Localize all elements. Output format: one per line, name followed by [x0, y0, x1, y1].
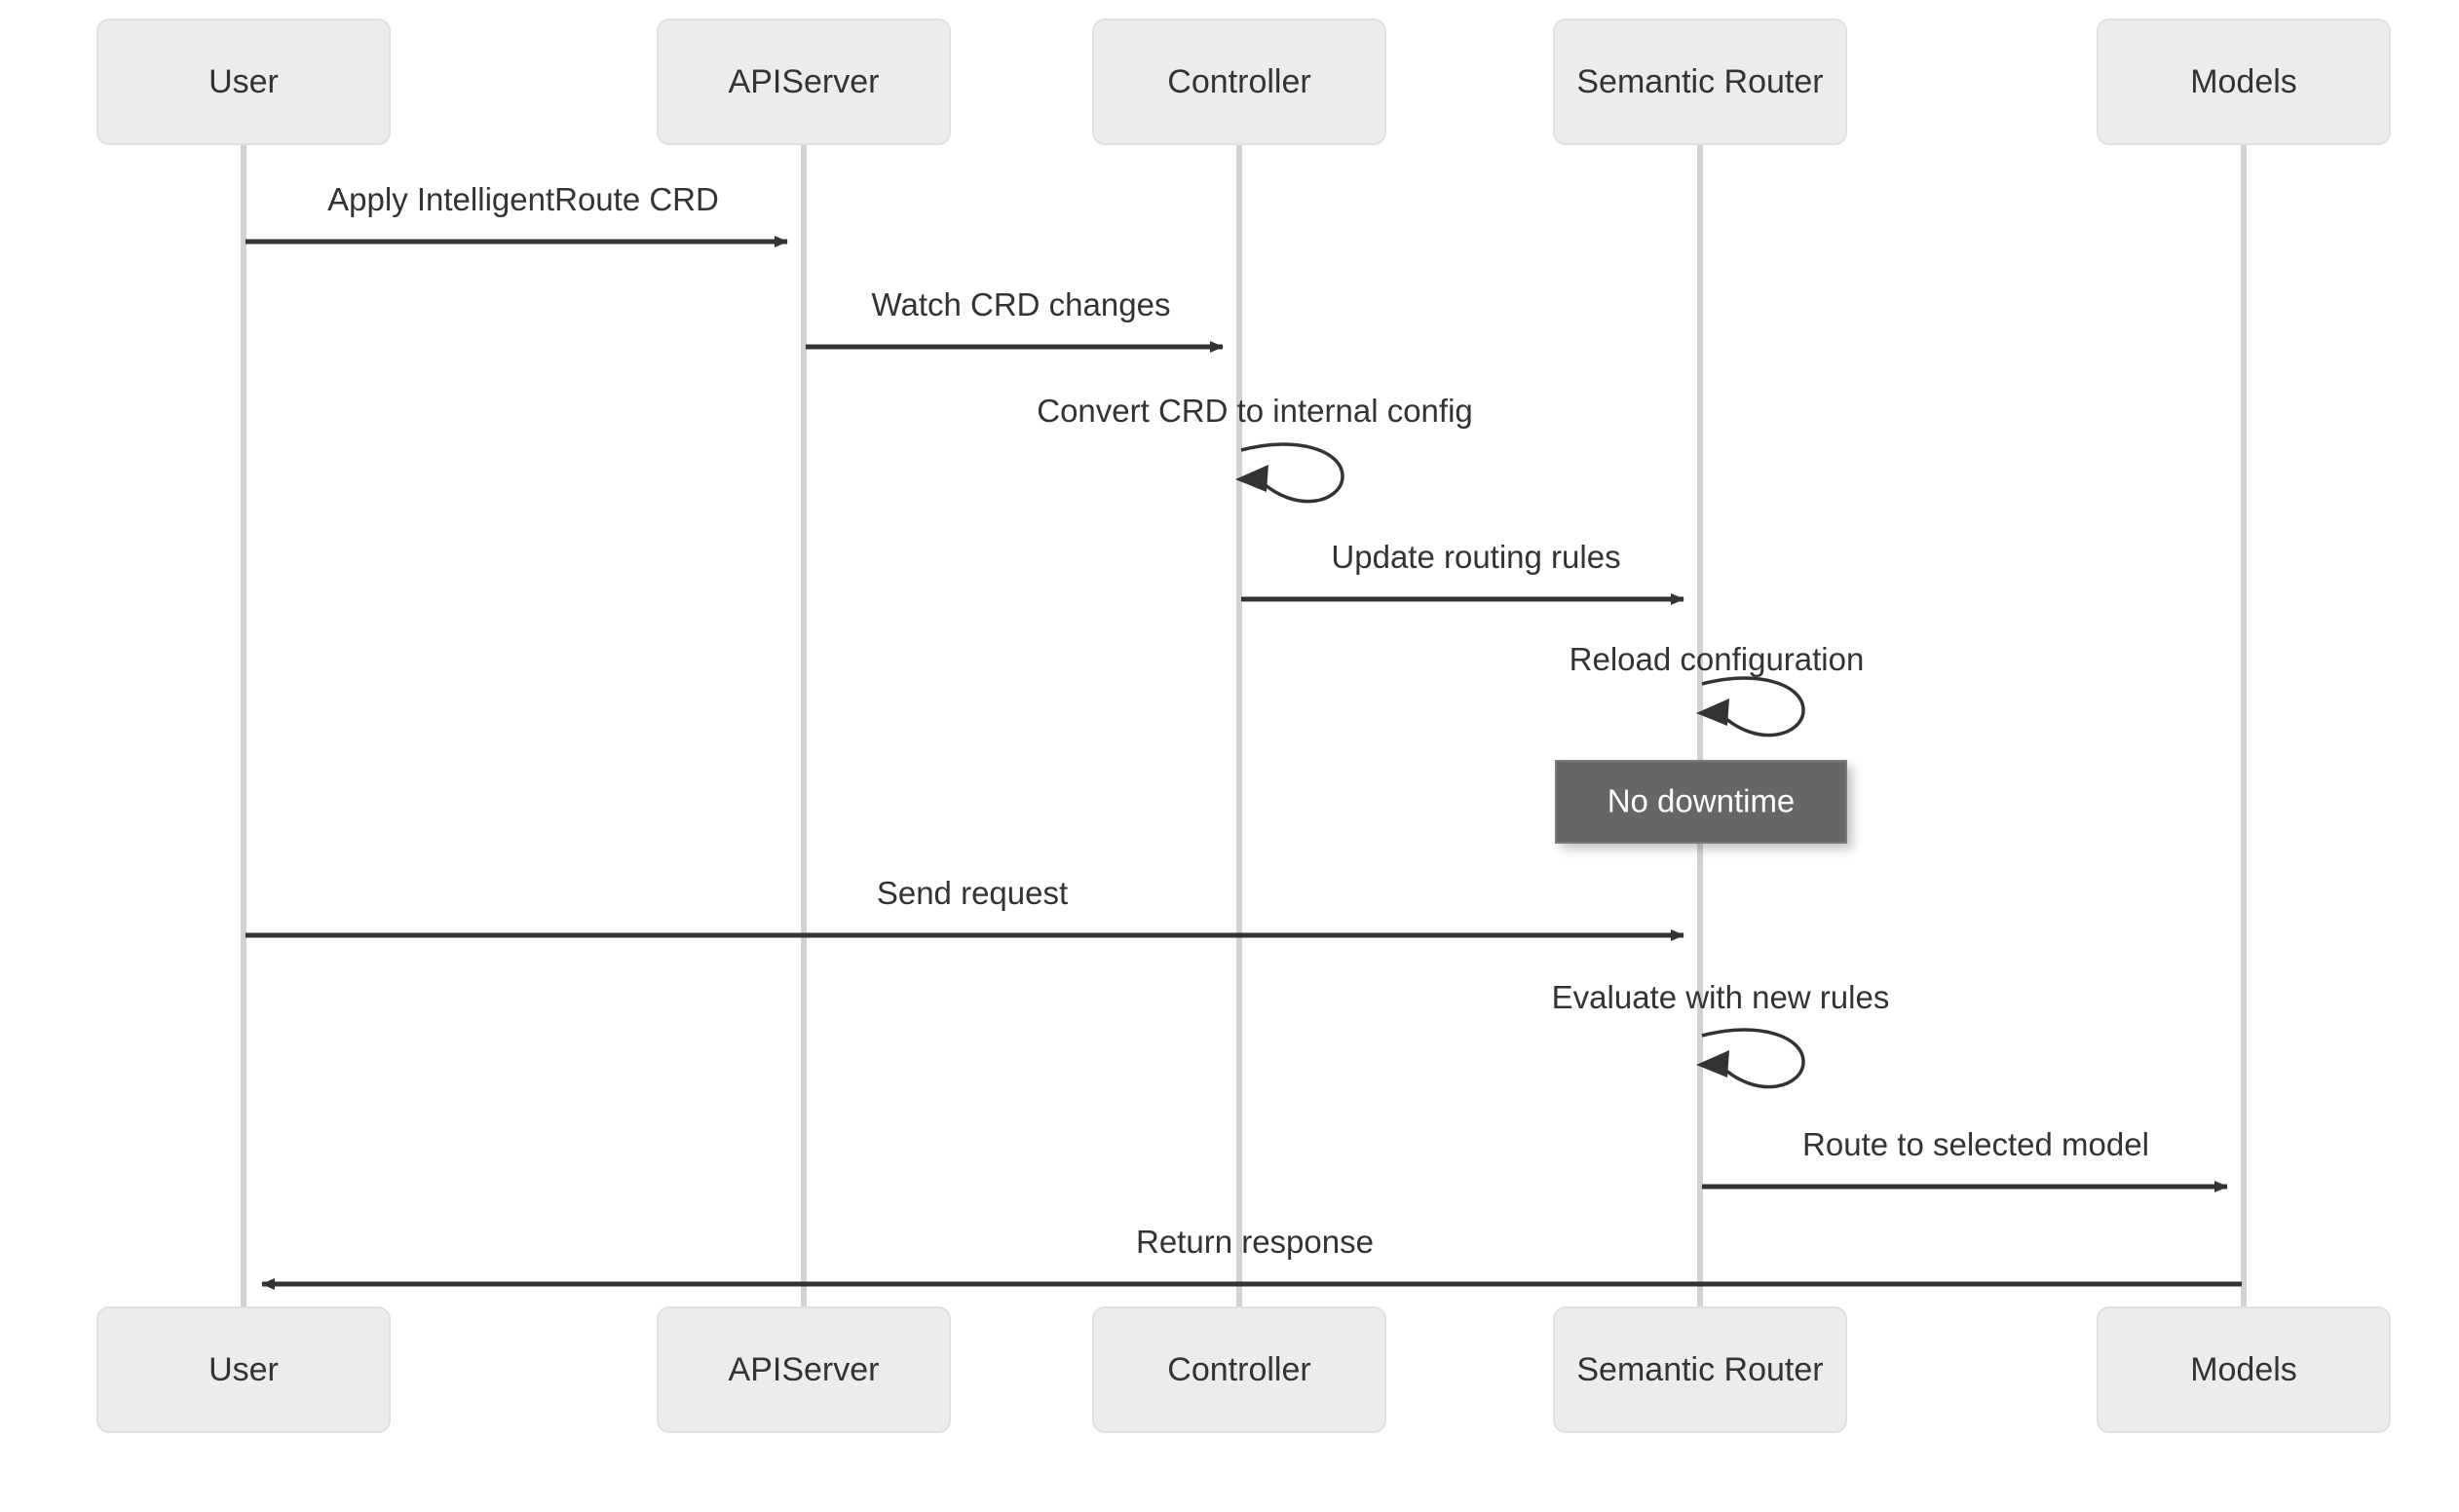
actor-rect-apiserver-bottom [657, 1306, 951, 1433]
actor-label-apiserver-bottom: APIServer [729, 1351, 880, 1388]
actor-label-apiserver-top: APIServer [729, 63, 880, 100]
message-update-routing-rules[interactable]: Update routing rules [1241, 539, 1684, 605]
actor-label-controller-bottom: Controller [1167, 1351, 1310, 1388]
message-reload-configuration[interactable]: Reload configuration [1570, 641, 1865, 737]
message-send-request[interactable]: Send request [246, 875, 1684, 941]
note-no-downtime[interactable]: No downtime [1555, 760, 1847, 844]
actor-label-models-top: Models [2190, 63, 2297, 100]
actor-rect-router-top [1553, 19, 1847, 145]
participant-box-apiserver-top[interactable]: APIServer [657, 19, 951, 145]
actor-rect-user-bottom [96, 1306, 391, 1433]
lifelines-group [241, 144, 2247, 1307]
message-convert-crd-to-internal-config[interactable]: Convert CRD to internal config [1037, 393, 1473, 504]
message-label-m3: Convert CRD to internal config [1037, 393, 1473, 429]
participants-bottom: User APIServer Controller Semantic Route… [96, 1306, 2391, 1433]
message-label-m6: Send request [877, 875, 1068, 911]
message-route-to-selected-model[interactable]: Route to selected model [1702, 1126, 2228, 1192]
participant-box-router-top[interactable]: Semantic Router [1553, 19, 1847, 145]
note-rect-no-downtime [1555, 760, 1847, 844]
message-arrowhead-m3 [1235, 465, 1268, 492]
message-evaluate-with-new-rules[interactable]: Evaluate with new rules [1552, 979, 1890, 1089]
participant-box-router-bottom[interactable]: Semantic Router [1553, 1306, 1847, 1433]
message-return-response[interactable]: Return response [261, 1224, 2242, 1290]
actor-label-models-bottom: Models [2190, 1351, 2297, 1388]
actor-label-user-bottom: User [208, 1351, 279, 1388]
message-arrowhead-m7 [1696, 1050, 1729, 1077]
note-label-no-downtime: No downtime [1608, 783, 1796, 819]
message-label-m7: Evaluate with new rules [1552, 979, 1890, 1015]
actor-rect-apiserver-top [657, 19, 951, 145]
participant-box-models-bottom[interactable]: Models [2097, 1306, 2391, 1433]
actor-rect-router-bottom [1553, 1306, 1847, 1433]
message-arrowhead-m5 [1696, 699, 1729, 726]
message-label-m9: Return response [1136, 1224, 1374, 1260]
participant-box-apiserver-bottom[interactable]: APIServer [657, 1306, 951, 1433]
actor-label-controller-top: Controller [1167, 63, 1310, 100]
actor-rect-controller-top [1092, 19, 1386, 145]
message-apply-intelligentroute-crd[interactable]: Apply IntelligentRoute CRD [246, 181, 788, 247]
message-label-m8: Route to selected model [1802, 1126, 2149, 1162]
message-selfloop-m5 [1701, 676, 1805, 737]
actor-rect-models-bottom [2097, 1306, 2391, 1433]
participants-top: User APIServer Controller Semantic Route… [96, 19, 2391, 145]
message-watch-crd-changes[interactable]: Watch CRD changes [806, 286, 1224, 353]
participant-box-controller-top[interactable]: Controller [1092, 19, 1386, 145]
participant-box-user-top[interactable]: User [96, 19, 391, 145]
actor-rect-controller-bottom [1092, 1306, 1386, 1433]
message-label-m1: Apply IntelligentRoute CRD [327, 181, 719, 217]
actor-rect-models-top [2097, 19, 2391, 145]
participant-box-user-bottom[interactable]: User [96, 1306, 391, 1433]
message-label-m5: Reload configuration [1570, 641, 1865, 677]
message-selfloop-m7 [1701, 1028, 1805, 1089]
message-selfloop-m3 [1240, 442, 1344, 504]
actor-rect-user-top [96, 19, 391, 145]
actor-label-user-top: User [208, 63, 279, 100]
message-label-m4: Update routing rules [1331, 539, 1620, 575]
participant-box-controller-bottom[interactable]: Controller [1092, 1306, 1386, 1433]
actor-label-router-bottom: Semantic Router [1576, 1351, 1823, 1388]
participant-box-models-top[interactable]: Models [2097, 19, 2391, 145]
actor-label-router-top: Semantic Router [1576, 63, 1823, 100]
message-label-m2: Watch CRD changes [872, 286, 1171, 322]
